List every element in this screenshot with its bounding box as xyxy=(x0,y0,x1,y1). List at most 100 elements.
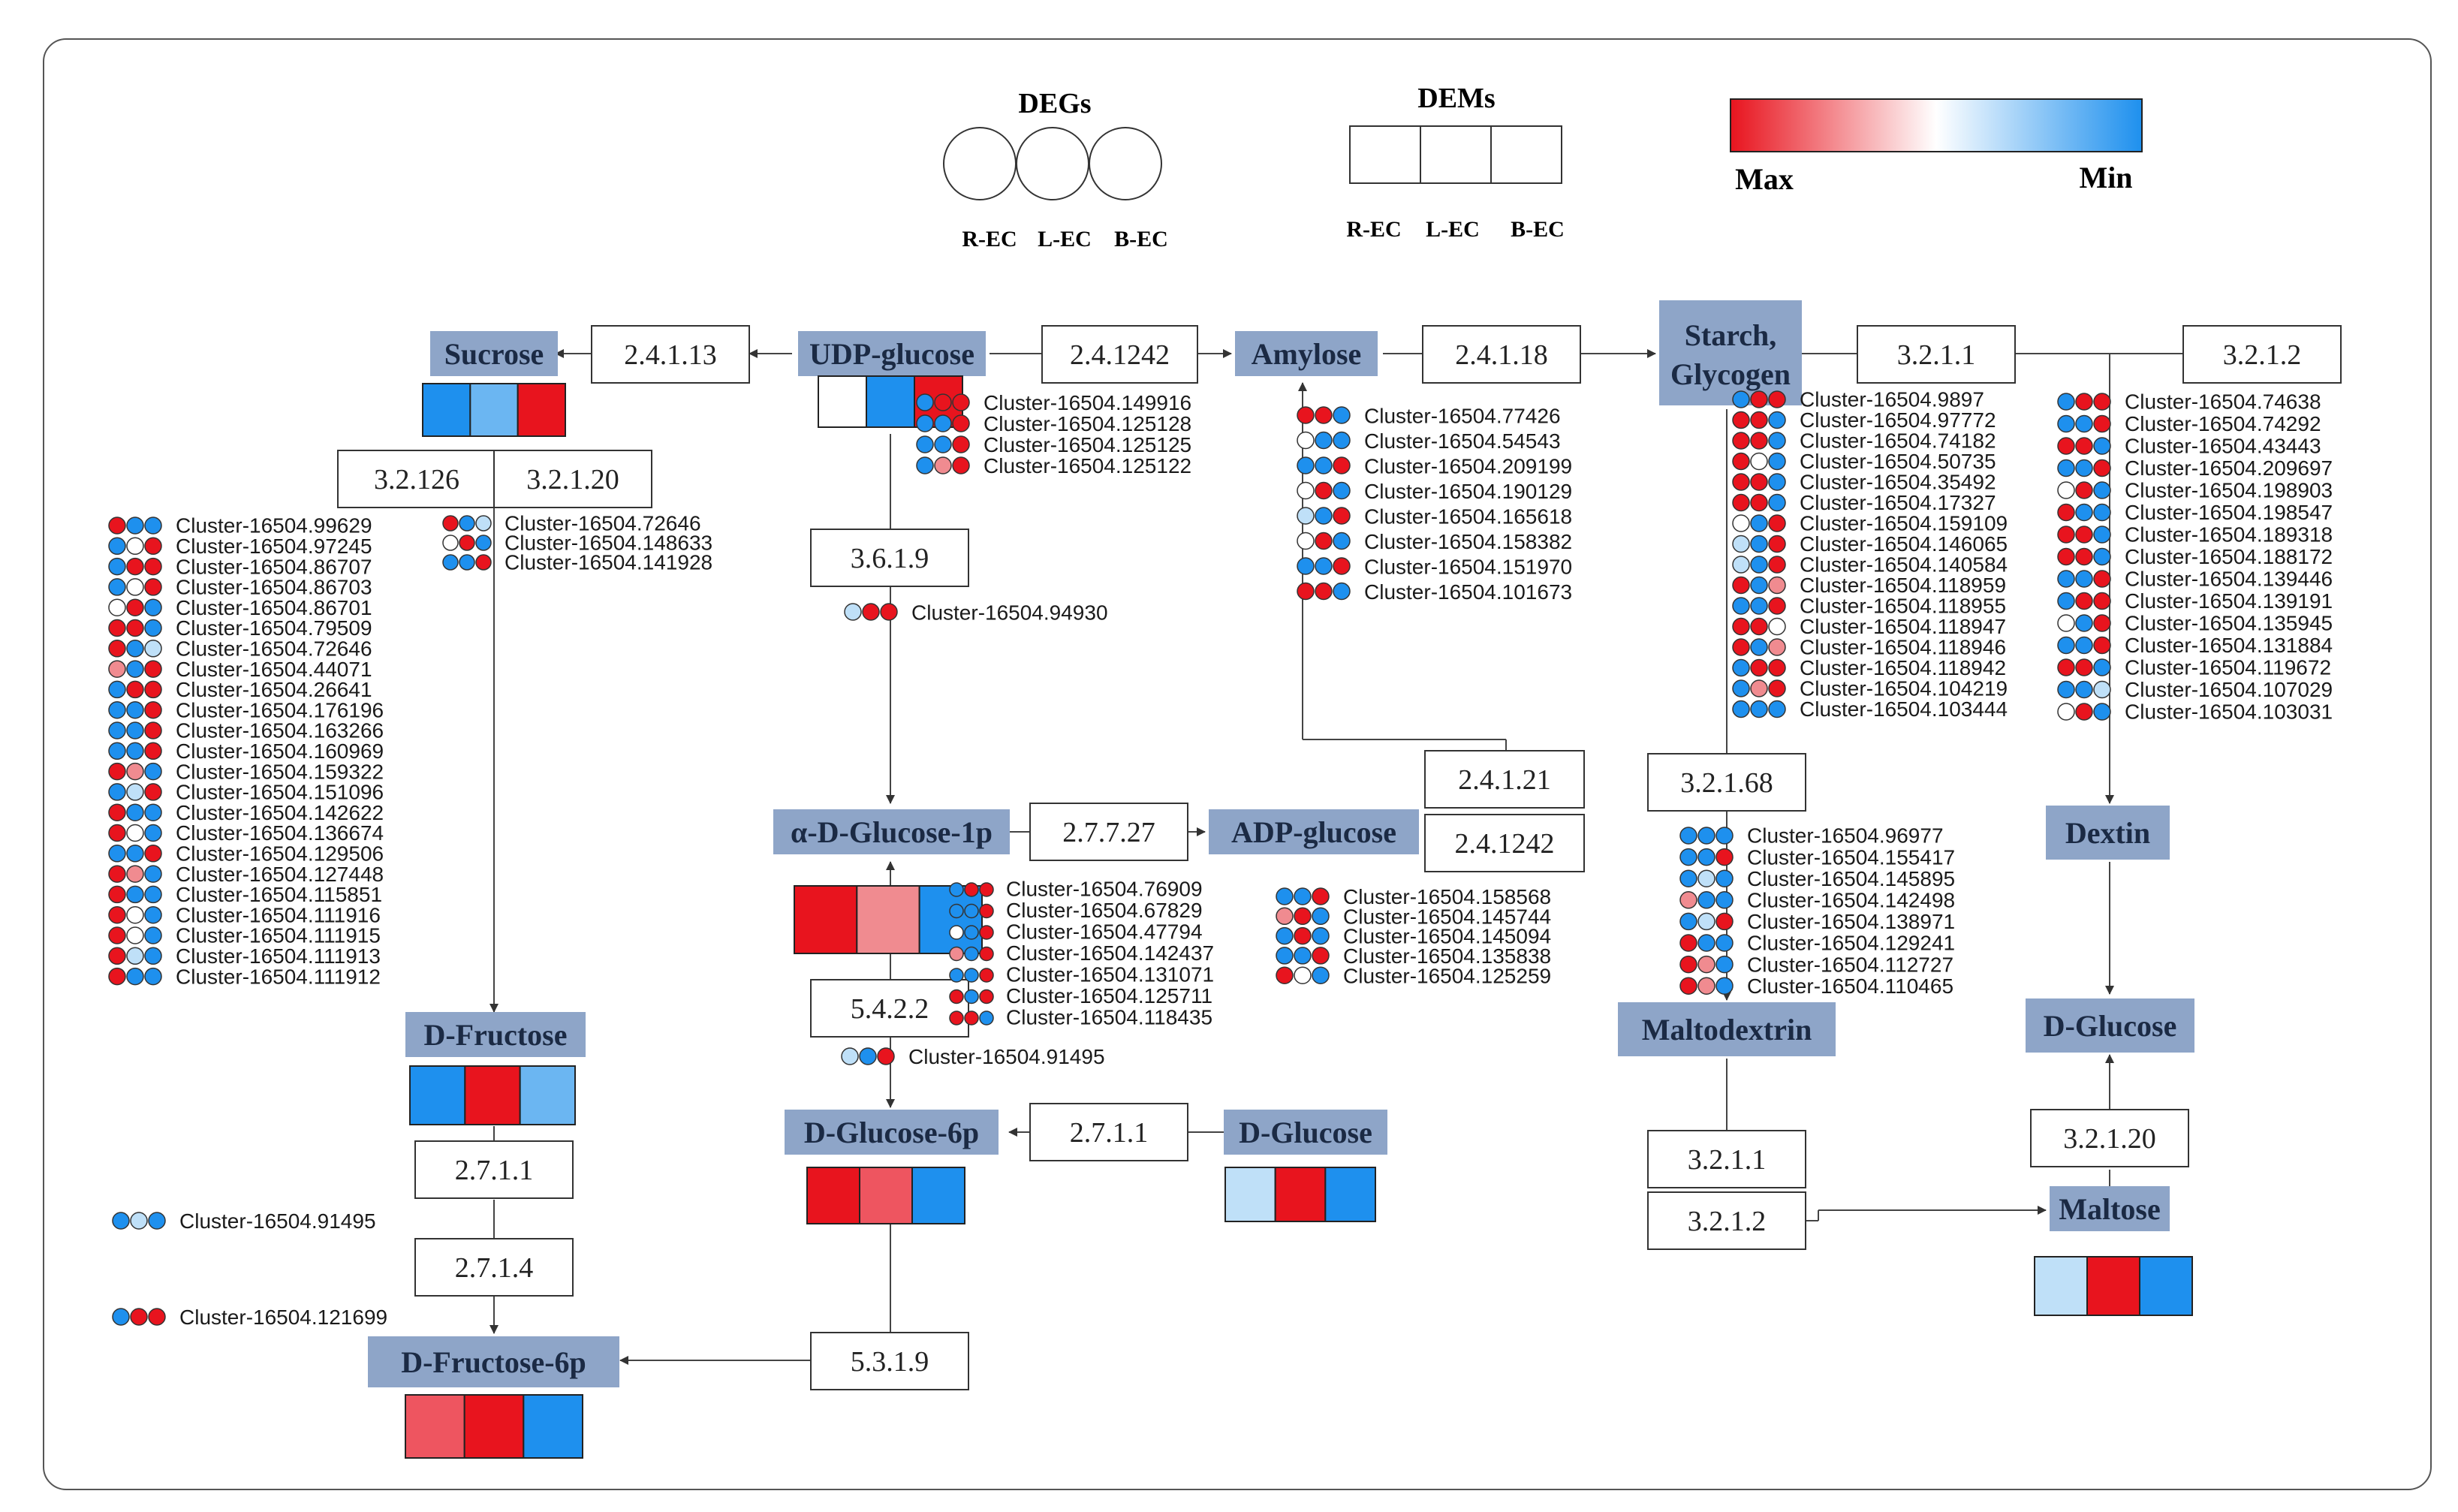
deg-circle xyxy=(130,1308,148,1326)
dem-heat-cell xyxy=(464,1065,521,1125)
gene-row: Cluster-16504.50735 xyxy=(1732,450,1996,473)
gene-row: Cluster-16504.140584 xyxy=(1732,553,2008,577)
gene-label: Cluster-16504.50735 xyxy=(1800,450,1996,473)
deg-circle xyxy=(979,925,994,940)
deg-circle xyxy=(979,882,994,897)
deg-circle xyxy=(126,783,144,801)
gene-label: Cluster-16504.74638 xyxy=(2125,390,2321,414)
gene-row: Cluster-16504.125122 xyxy=(916,454,1191,477)
deg-circle xyxy=(2075,680,2093,699)
gene-row: Cluster-16504.9897 xyxy=(1732,388,1984,411)
gene-row: Cluster-16504.103031 xyxy=(2057,700,2333,724)
gene-label: Cluster-16504.176196 xyxy=(176,698,384,721)
gene-group-g_32168: Cluster-16504.96977Cluster-16504.155417C… xyxy=(1679,824,1955,998)
deg-circle xyxy=(862,603,880,621)
enzyme-label: 3.2.1.2 xyxy=(2223,339,2302,371)
gene-label: Cluster-16504.17327 xyxy=(1800,491,1996,514)
gene-label: Cluster-16504.104219 xyxy=(1800,677,2008,700)
deg-circle xyxy=(949,1011,964,1026)
deg-circle xyxy=(2093,437,2111,455)
metabolite-maltodextrin: Maltodextrin xyxy=(1618,1002,1836,1056)
enzyme-label: 3.2.1.1 xyxy=(1688,1144,1767,1176)
deg-circle xyxy=(108,660,126,678)
dem-heat-cell xyxy=(794,885,858,954)
deg-circle xyxy=(1768,493,1786,512)
deg-circle xyxy=(108,680,126,699)
deg-circle xyxy=(126,905,144,924)
legend-deg-circle xyxy=(943,127,1017,200)
enzyme-box: 2.4.1.13 xyxy=(591,325,750,384)
gene-label: Cluster-16504.125125 xyxy=(984,433,1191,456)
deg-circle xyxy=(1715,934,1734,952)
gene-label: Cluster-16504.107029 xyxy=(2125,678,2333,701)
deg-circle xyxy=(108,947,126,965)
gene-label: Cluster-16504.111915 xyxy=(176,924,381,947)
metabolite-label: Maltodextrin xyxy=(1642,1013,1812,1047)
enzyme-label: 2.4.1242 xyxy=(1070,339,1170,371)
enzyme-label: 5.3.1.9 xyxy=(851,1346,929,1378)
gene-label: Cluster-16504.209199 xyxy=(1364,454,1572,477)
deg-circle xyxy=(2093,636,2111,655)
gene-row: Cluster-16504.146065 xyxy=(1732,532,2008,556)
gene-row: Cluster-16504.35492 xyxy=(1732,471,1996,494)
gene-label: Cluster-16504.155417 xyxy=(1747,845,1955,869)
enzyme-label: 3.2.1.2 xyxy=(1688,1206,1767,1237)
color-scale-min-label: Min xyxy=(2079,161,2132,194)
gene-row: Cluster-16504.110465 xyxy=(1679,974,1953,998)
enzyme-label: 3.2.1.1 xyxy=(1897,339,1976,371)
deg-circle xyxy=(1750,576,1768,595)
deg-circle xyxy=(1768,432,1786,450)
deg-circle xyxy=(108,905,126,924)
gene-row: Cluster-16504.190129 xyxy=(1297,480,1572,503)
gene-row: Cluster-16504.97772 xyxy=(1732,408,1996,432)
gene-label: Cluster-16504.190129 xyxy=(1364,480,1572,503)
deg-circle xyxy=(1732,390,1750,408)
deg-circle xyxy=(916,456,934,474)
deg-circle xyxy=(126,640,144,658)
gene-label: Cluster-16504.141928 xyxy=(505,551,712,574)
deg-circle xyxy=(108,865,126,883)
gene-label: Cluster-16504.125128 xyxy=(984,412,1191,435)
deg-circle xyxy=(1732,556,1750,574)
deg-circle xyxy=(126,537,144,556)
gene-label: Cluster-16504.135838 xyxy=(1343,944,1551,968)
deg-circle xyxy=(1276,887,1294,905)
deg-circle xyxy=(1276,966,1294,984)
gene-row: Cluster-16504.17327 xyxy=(1732,491,1996,514)
deg-circle xyxy=(1297,456,1315,474)
deg-circle xyxy=(1697,934,1715,952)
gene-row: Cluster-16504.141928 xyxy=(442,551,712,574)
enzyme-label: 2.4.1.18 xyxy=(1455,339,1548,371)
gene-group-g_adp: Cluster-16504.158568Cluster-16504.145744… xyxy=(1276,885,1551,987)
deg-circle xyxy=(1768,535,1786,553)
deg-circle xyxy=(1333,431,1351,450)
gene-row: Cluster-16504.96977 xyxy=(1679,824,1944,848)
deg-circle xyxy=(1679,869,1697,887)
deg-circle xyxy=(1679,827,1697,845)
dem-heat-cell xyxy=(918,885,983,954)
deg-circle xyxy=(1315,507,1333,525)
deg-circle xyxy=(1333,456,1351,474)
gene-row: Cluster-16504.209697 xyxy=(2057,456,2333,480)
legend-deg-col-label: B-EC xyxy=(1114,227,1168,251)
gene-label: Cluster-16504.145744 xyxy=(1343,905,1551,928)
deg-circle xyxy=(1679,912,1697,931)
gene-label: Cluster-16504.146065 xyxy=(1800,532,2008,556)
deg-circle xyxy=(979,903,994,919)
gene-row: Cluster-16504.209199 xyxy=(1297,454,1572,477)
gene-label: Cluster-16504.188172 xyxy=(2125,545,2333,568)
deg-circle xyxy=(916,414,934,432)
deg-circle xyxy=(126,947,144,965)
gene-label: Cluster-16504.47794 xyxy=(1006,920,1203,943)
deg-circle xyxy=(2093,414,2111,433)
enzyme-label: 3.2.1.20 xyxy=(2063,1123,2156,1155)
gene-label: Cluster-16504.148633 xyxy=(505,532,712,555)
deg-circle xyxy=(1294,907,1312,926)
deg-circle xyxy=(952,456,970,474)
deg-circle xyxy=(1768,576,1786,595)
gene-row: Cluster-16504.131071 xyxy=(949,962,1214,986)
gene-row: Cluster-16504.125125 xyxy=(916,433,1191,456)
deg-circle xyxy=(144,803,162,821)
deg-circle xyxy=(952,435,970,453)
